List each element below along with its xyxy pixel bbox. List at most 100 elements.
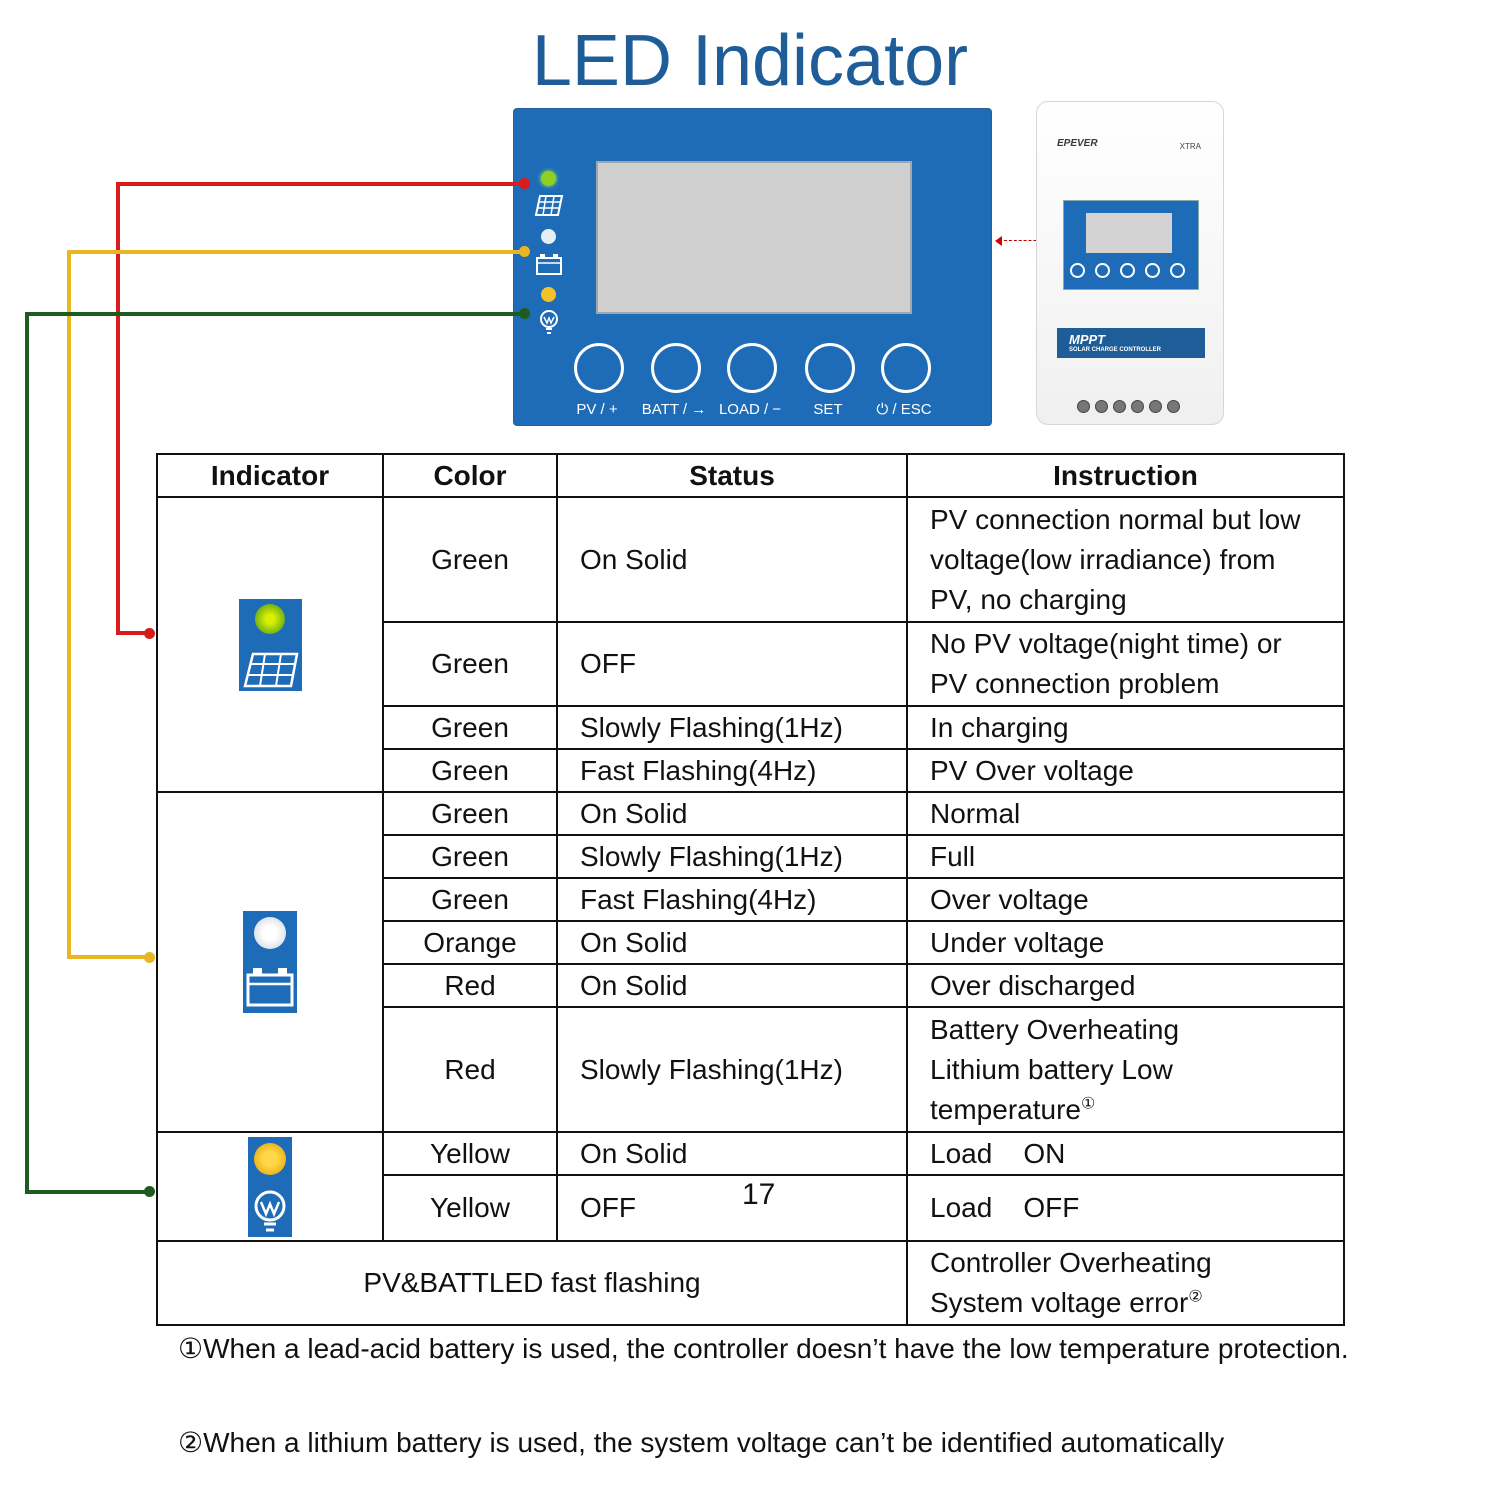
device-terminal (1131, 400, 1144, 413)
battery-wire (67, 250, 524, 254)
status-cell: Slowly Flashing(1Hz) (556, 834, 908, 879)
pv-wire-dot (144, 628, 155, 639)
load-indicator-cell (156, 1131, 384, 1242)
instruction-cell: Controller Overheating System voltage er… (906, 1240, 1345, 1326)
led-status-table: Indicator Color Status Instruction (156, 453, 1345, 1326)
load-led (541, 287, 556, 302)
color-cell: Green (382, 791, 558, 836)
device-button (1145, 263, 1160, 278)
color-cell: Green (382, 877, 558, 922)
status-cell: On Solid (556, 920, 908, 965)
device-terminal (1095, 400, 1108, 413)
instruction-cell: Normal (906, 791, 1345, 836)
pv-indicator-cell (156, 496, 384, 793)
instruction-cell: Over discharged (906, 963, 1345, 1008)
table-row: Red On Solid Over discharged (157, 963, 1345, 1008)
instruction-cell: PV connection normal but low voltage(low… (906, 496, 1345, 623)
pointer-arrowhead (995, 236, 1002, 246)
instruction-cell: Full (906, 834, 1345, 879)
load-wire-dot (519, 308, 530, 319)
table-row: Green On Solid PV connection normal but … (156, 496, 1345, 793)
pv-wire-dot (519, 178, 530, 189)
device-sublabel: SOLAR CHARGE CONTROLLER (1069, 347, 1161, 353)
status-cell: Fast Flashing(4Hz) (556, 877, 908, 922)
instruction-line: temperature① (930, 1090, 1343, 1130)
header-color: Color (382, 453, 558, 498)
instruction-line: PV connection problem (930, 668, 1220, 699)
battery-indicator-graphic (243, 911, 297, 1013)
instruction-line: Lithium battery Low (930, 1053, 1173, 1085)
device-button (1170, 263, 1185, 278)
controller-device-photo: EPEVER XTRA MPPT SOLAR CHARGE CONTROLLER (1036, 101, 1224, 425)
pv-plus-label: PV / + (576, 401, 618, 418)
status-cell: On Solid (556, 1131, 908, 1176)
load-bulb-icon (540, 310, 558, 334)
table-row: Green OFF No PV voltage(night time) or P… (157, 621, 1345, 707)
color-cell: Red (382, 963, 558, 1008)
pv-plus-button[interactable] (574, 343, 624, 393)
color-cell: Red (382, 1006, 558, 1133)
color-cell: Yellow (382, 1131, 558, 1176)
device-model: XTRA (1179, 142, 1201, 151)
status-cell: On Solid (556, 791, 908, 836)
color-cell: Orange (382, 920, 558, 965)
device-panel (1063, 200, 1199, 290)
instruction-line: Battery Overheating (930, 1013, 1180, 1045)
instruction-text: temperature (930, 1093, 1081, 1125)
table-row: Yellow On Solid Load ON (156, 1131, 1345, 1242)
load-minus-button[interactable] (727, 343, 777, 393)
table-row: Green Slowly Flashing(1Hz) In charging (157, 705, 1345, 750)
instruction-line: No PV voltage(night time) or (930, 628, 1282, 659)
table-row: PV&BATTLED fast flashing Controller Over… (156, 1240, 1345, 1326)
load-wire (25, 312, 524, 316)
color-cell: Green (382, 705, 558, 750)
instruction-text: System voltage error (930, 1287, 1189, 1318)
combined-indicator-cell: PV&BATTLED fast flashing (156, 1240, 908, 1326)
battery-icon (536, 254, 562, 275)
table-row: Green On Solid Normal (156, 791, 1345, 1133)
battery-led (254, 917, 286, 949)
instruction-line: voltage(low irradiance) from (930, 543, 1276, 575)
header-instruction: Instruction (906, 453, 1345, 498)
footnote-marker: ② (1188, 1288, 1203, 1306)
power-esc-button[interactable] (881, 343, 931, 393)
status-cell: OFF (556, 621, 908, 707)
footnote-2: ②When a lithium battery is used, the sys… (178, 1427, 1225, 1458)
status-cell: Slowly Flashing(1Hz) (556, 705, 908, 750)
battery-icon (246, 968, 294, 1007)
device-button (1095, 263, 1110, 278)
load-minus-label: LOAD / − (718, 401, 782, 418)
batt-arrow-button[interactable] (651, 343, 701, 393)
pointer-arrow (999, 240, 1061, 241)
color-cell: Green (382, 748, 558, 793)
lcd-screen (596, 161, 912, 314)
status-cell: Slowly Flashing(1Hz) (556, 1006, 908, 1133)
device-terminal (1167, 400, 1180, 413)
footnote-1: ①When a lead-acid battery is used, the c… (178, 1333, 1349, 1364)
instruction-cell: Battery Overheating Lithium battery Low … (906, 1006, 1345, 1133)
device-label: MPPT (1069, 332, 1106, 347)
load-wire (25, 1190, 150, 1194)
power-esc-label: ⏻ / ESC (876, 401, 932, 418)
set-button[interactable] (805, 343, 855, 393)
pv-wire (116, 182, 524, 186)
color-cell: Green (382, 621, 558, 707)
load-wire (25, 312, 29, 1194)
instruction-line: PV connection normal but low (930, 503, 1301, 535)
table-row: Green Fast Flashing(4Hz) PV Over voltage (157, 748, 1345, 793)
instruction-cell: Load ON (906, 1131, 1345, 1176)
color-cell: Green (382, 496, 558, 623)
table-row: Green Slowly Flashing(1Hz) Full (157, 834, 1345, 879)
status-cell: On Solid (556, 496, 908, 623)
device-label-plate: MPPT SOLAR CHARGE CONTROLLER (1057, 328, 1205, 358)
pv-led (254, 603, 285, 634)
device-terminal (1149, 400, 1162, 413)
load-indicator-graphic (248, 1136, 292, 1237)
controller-front-panel: PV / + BATT / → LOAD / − SET ⏻ / ESC (513, 108, 992, 426)
header-indicator: Indicator (156, 453, 384, 498)
battery-wire-dot (144, 952, 155, 963)
set-label: SET (813, 401, 843, 418)
status-cell: Fast Flashing(4Hz) (556, 748, 908, 793)
batt-arrow-label: BATT / → (641, 401, 707, 418)
footnote-marker: ① (1080, 1095, 1096, 1113)
